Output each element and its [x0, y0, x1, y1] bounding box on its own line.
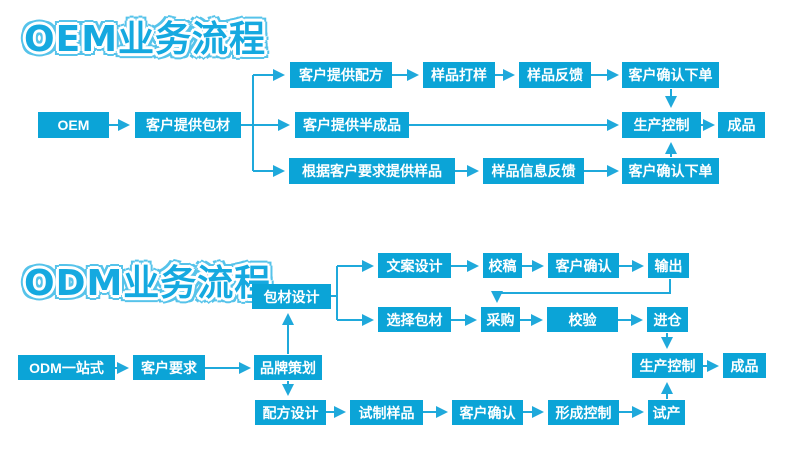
node-odm-trial-production: 试产 [648, 400, 685, 425]
node-odm-start: ODM一站式 [18, 355, 115, 380]
node-odm-purchasing: 采购 [481, 307, 520, 332]
node-oem-sample-feedback: 样品反馈 [519, 62, 591, 88]
node-oem-start: OEM [38, 112, 109, 138]
node-oem-confirm-order-bottom: 客户确认下单 [622, 158, 719, 184]
node-odm-production-control: 生产控制 [632, 353, 703, 378]
node-oem-provide-packaging: 客户提供包材 [135, 112, 241, 138]
node-odm-forming-control: 形成控制 [548, 400, 619, 425]
node-oem-sample-proofing: 样品打样 [423, 62, 495, 88]
node-oem-provide-formula: 客户提供配方 [290, 62, 392, 88]
odm-section-title: ODM业务流程 [24, 263, 272, 304]
node-odm-warehousing: 进仓 [647, 307, 688, 332]
node-odm-copy-design: 文案设计 [378, 253, 451, 278]
node-odm-customer-request: 客户要求 [133, 355, 205, 380]
node-odm-packaging-design: 包材设计 [252, 284, 331, 309]
node-oem-sample-per-request: 根据客户要求提供样品 [289, 158, 455, 184]
node-odm-customer-confirm-copy: 客户确认 [548, 253, 619, 278]
node-odm-proofreading: 校稿 [483, 253, 522, 278]
node-odm-output: 输出 [648, 253, 689, 278]
node-oem-finished-product: 成品 [718, 112, 765, 138]
node-odm-customer-confirm-sample: 客户确认 [452, 400, 523, 425]
node-oem-confirm-order-top: 客户确认下单 [622, 62, 719, 88]
node-oem-production-control: 生产控制 [622, 112, 701, 138]
node-odm-select-packaging: 选择包材 [378, 307, 451, 332]
node-odm-verification: 校验 [547, 307, 618, 332]
oem-section-title: OEM业务流程 [24, 19, 267, 60]
node-odm-formula-design: 配方设计 [255, 400, 326, 425]
node-odm-brand-planning: 品牌策划 [254, 355, 322, 380]
node-odm-finished-product: 成品 [723, 353, 766, 378]
node-oem-provide-semi: 客户提供半成品 [295, 112, 409, 138]
node-odm-trial-sample: 试制样品 [350, 400, 423, 425]
node-oem-sample-info-feedback: 样品信息反馈 [483, 158, 584, 184]
